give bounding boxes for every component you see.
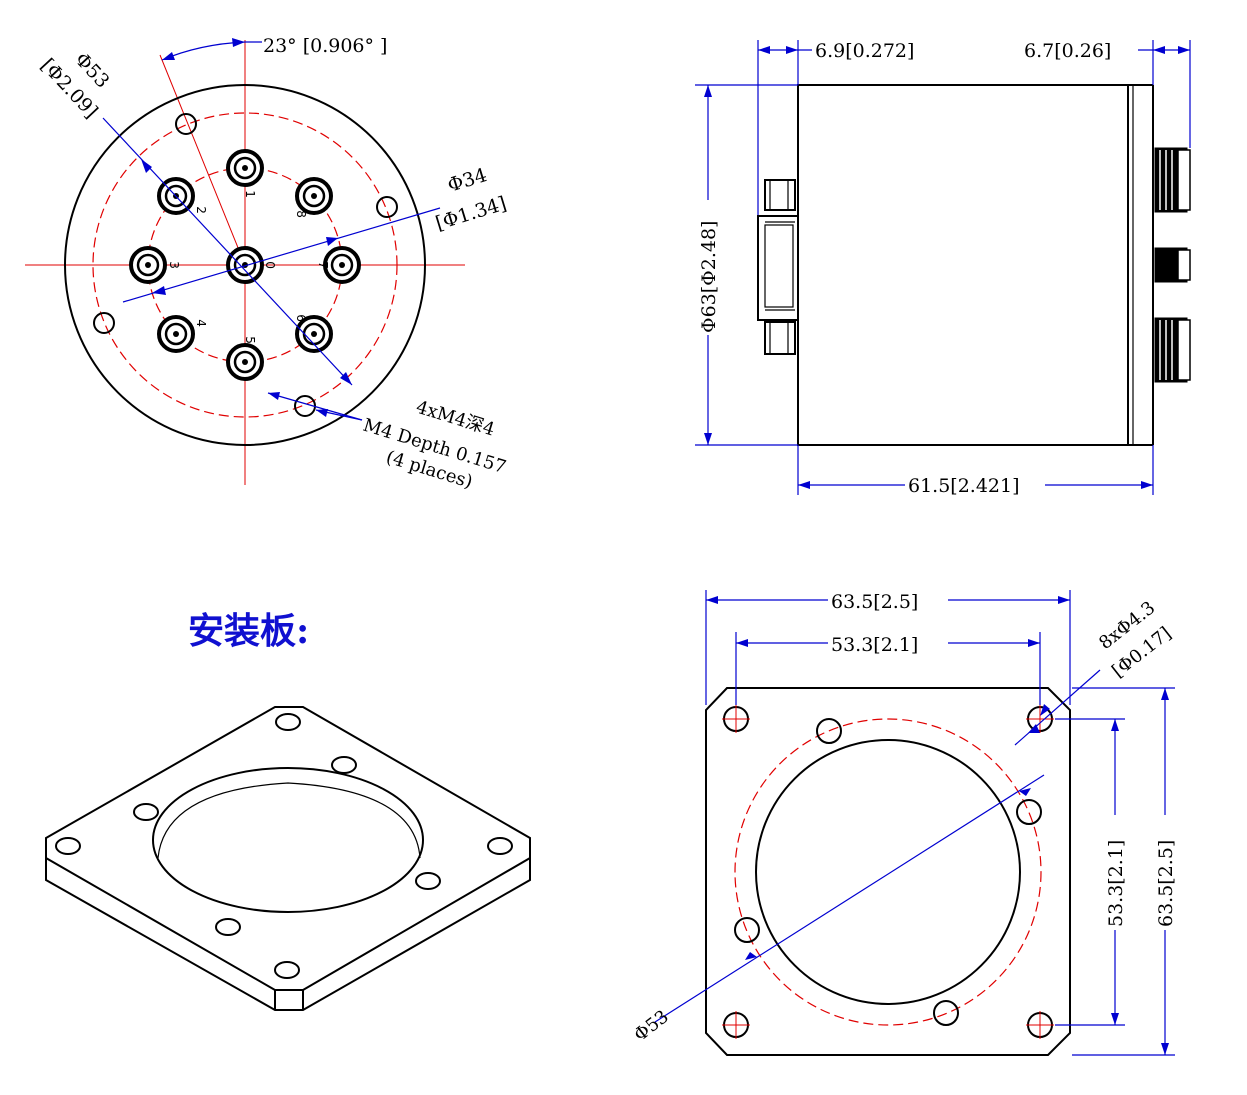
angle-arrow [162, 52, 175, 60]
plate-bore-inner-edge [157, 782, 421, 859]
hole-spacing-w-dim-text: 53.3[2.1] [831, 634, 918, 656]
pin-label-6: 6 [294, 314, 308, 322]
switch-body [797, 84, 1129, 446]
angle-dimension-arc [161, 41, 246, 61]
pin-label-2: 2 [194, 206, 208, 214]
pin-label-3: 3 [167, 261, 181, 269]
m4-hole [175, 113, 197, 135]
plate-hole [274, 961, 300, 979]
dim-arrow [141, 159, 152, 173]
pin-circle-dim-line [122, 207, 441, 303]
mount-plate-title: 安装板: [188, 610, 309, 652]
pin-label-8: 8 [294, 210, 308, 218]
plate-outline [705, 687, 1071, 1056]
circle-hole [1016, 799, 1042, 825]
pin-label-7: 7 [316, 261, 330, 269]
length-dim-text: 61.5[2.421] [908, 475, 1020, 497]
plate-hole [215, 918, 241, 936]
angle-arrow [232, 38, 245, 47]
outer-width-dim-text: 63.5[2.5] [831, 591, 918, 613]
plate-bore-outline [755, 739, 1021, 1005]
connector-5 [226, 343, 264, 381]
connectors [129, 149, 361, 381]
mount-plate-isometric [45, 706, 531, 1011]
pin-label-4: 4 [194, 319, 208, 327]
connector-0 [226, 246, 264, 284]
side-view: 6.9[0.272] 6.7[0.26] Φ63[Φ2.48] 61.5[2.4… [695, 40, 1191, 497]
dim-arrow [268, 392, 280, 400]
plate-bore [152, 767, 424, 913]
m4-hole [93, 312, 115, 334]
control-connector [757, 179, 799, 355]
right-offset-dim-text: 6.7[0.26] [1024, 40, 1111, 62]
plate-side-face [45, 858, 531, 1011]
angle-ref-line [159, 54, 246, 266]
body-outline-circle [64, 84, 426, 446]
dim-arrow [340, 372, 352, 385]
pin-circle-dim-text-inch: [Φ1.34] [433, 192, 509, 234]
hole-note-leader [1014, 669, 1101, 746]
rf-connector-lower [1154, 317, 1191, 383]
plate-hole [55, 837, 81, 855]
connector-1 [226, 149, 264, 187]
plate-hole [415, 872, 441, 890]
connector-4 [157, 315, 195, 353]
connector-3 [129, 246, 167, 284]
left-offset-dim-text: 6.9[0.272] [815, 40, 914, 62]
rf-connector-upper [1154, 147, 1191, 213]
connector-6 [295, 315, 333, 353]
dim-arrow [316, 409, 328, 417]
pin-circle-dim-text: Φ34 [445, 164, 489, 197]
plate-hole [275, 713, 301, 731]
front-view: 0 1 2 3 4 5 6 7 8 23° [0.906° ] Φ53 [Φ2.… [25, 35, 509, 493]
dim-arrow [152, 286, 166, 295]
plate-hole [331, 756, 357, 774]
outer-height-dim-text: 63.5[2.5] [1155, 840, 1177, 927]
connector-8 [295, 177, 333, 215]
rf-connector-middle [1154, 247, 1191, 283]
pin-label-1: 1 [243, 190, 257, 198]
m4-holes [93, 113, 398, 417]
angle-dimension-text: 23° [0.906° ] [263, 35, 387, 57]
diameter-dim-text: Φ63[Φ2.48] [698, 221, 720, 333]
circle-hole [816, 718, 842, 744]
dim-arrow [326, 237, 338, 246]
plate-top-view: Φ53 8xΦ4.3 [Φ0.17] 63.5[2.5] 53.3[2.1] 5… [630, 588, 1177, 1056]
circle-hole [933, 1000, 959, 1026]
circle-hole [734, 917, 760, 943]
plate-circle-dim-line [654, 774, 1045, 1023]
bolt-circle [92, 112, 398, 418]
plate-hole [133, 803, 159, 821]
connector-7 [323, 246, 361, 284]
thread-note-leader [267, 392, 363, 421]
hole-spacing-h-dim-text: 53.3[2.1] [1105, 840, 1127, 927]
plate-circle-dim-text: Φ53 [630, 1006, 673, 1046]
pin-label-0: 0 [263, 261, 277, 269]
m4-hole [376, 196, 398, 218]
pin-label-5: 5 [243, 336, 257, 344]
plate-bolt-circle [734, 718, 1042, 1026]
plate-hole [487, 837, 513, 855]
plate-top-face [45, 706, 531, 991]
